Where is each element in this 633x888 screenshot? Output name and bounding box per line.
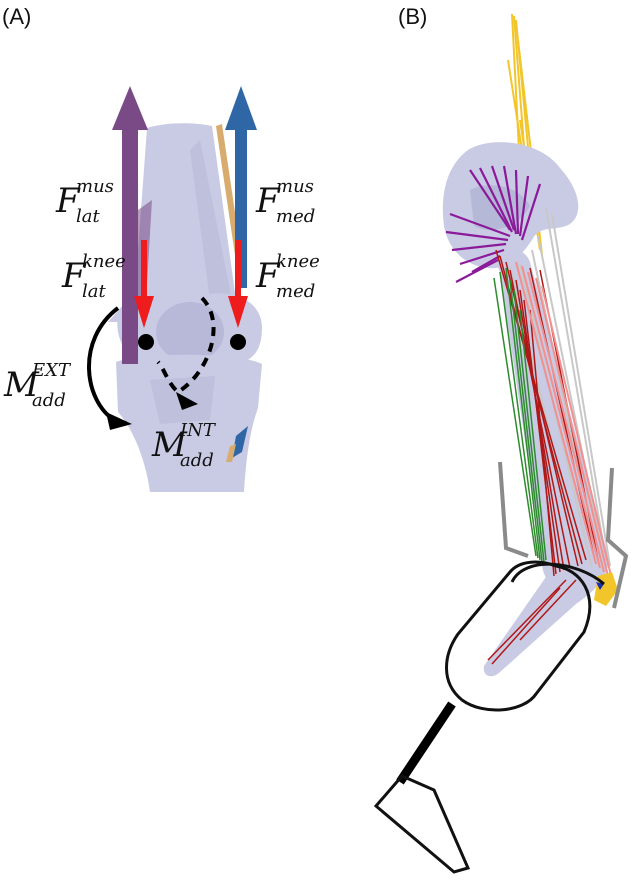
label-f-med-mus-sup: mus xyxy=(276,176,314,197)
lateral-contact-point xyxy=(138,334,154,350)
purple-muscle-fibers xyxy=(445,165,542,283)
label-m-add-int-sub: add xyxy=(180,450,214,471)
label-f-lat-knee: F knee lat xyxy=(61,251,126,302)
medial-insertion-tan xyxy=(226,444,236,462)
shank-bones xyxy=(483,544,604,677)
label-f-med-mus: F mus med xyxy=(255,176,315,227)
label-f-lat-mus: F mus lat xyxy=(55,176,114,227)
label-m-add-int-main: M xyxy=(151,425,188,465)
tibia xyxy=(116,354,262,492)
label-f-lat-mus-sup: mus xyxy=(76,176,114,197)
medial-contact-point xyxy=(230,334,246,350)
label-f-lat-mus-sub: lat xyxy=(76,206,100,227)
knee-orthosis xyxy=(373,461,629,874)
label-f-lat-knee-main: F xyxy=(61,256,87,296)
label-f-med-mus-sub: med xyxy=(276,206,315,227)
orthosis-lateral-upright xyxy=(498,461,529,558)
green-muscle-fibers xyxy=(493,267,547,563)
musculoskeletal-leg-model xyxy=(442,13,618,677)
medial-muscle-force-arrowhead xyxy=(225,86,257,130)
label-f-lat-mus-main: F xyxy=(55,181,81,221)
external-adduction-moment-arc xyxy=(87,306,120,422)
label-m-add-ext-main: M xyxy=(3,365,40,405)
orthosis-shank-cuff xyxy=(445,560,592,712)
internal-adduction-moment-arrowhead xyxy=(176,392,198,410)
label-f-med-knee-sub: med xyxy=(276,281,315,302)
label-f-med-knee: F knee med xyxy=(255,251,320,302)
lateral-muscle-force-arrowhead xyxy=(112,86,148,130)
knee-joint-diagram xyxy=(87,86,262,492)
label-f-med-knee-sup: knee xyxy=(276,251,320,272)
label-m-add-int: M INT add xyxy=(151,420,217,471)
lateral-knee-force-arrowhead xyxy=(134,296,154,328)
orthosis-pylon xyxy=(396,701,456,785)
label-m-add-ext-sub: add xyxy=(32,390,66,411)
pink-muscle-fibers xyxy=(515,261,613,581)
panel-b-label: (B) xyxy=(398,4,427,29)
medial-knee-force-arrowhead xyxy=(228,296,248,328)
orthosis-foot xyxy=(373,774,471,874)
medial-knee-force-shaft xyxy=(235,240,241,298)
patella xyxy=(156,302,224,362)
medial-insertion-blue xyxy=(232,426,248,458)
panel-a-label: (A) xyxy=(2,4,31,29)
label-m-add-int-sup: INT xyxy=(179,420,217,441)
label-f-med-knee-main: F xyxy=(255,256,281,296)
femur-shading xyxy=(190,140,232,300)
label-f-med-mus-main: F xyxy=(255,181,281,221)
label-f-lat-knee-sub: lat xyxy=(82,281,106,302)
label-m-add-ext: M EXT add xyxy=(3,360,72,411)
external-adduction-moment-arrowhead xyxy=(106,412,132,430)
lateral-knee-force-shaft xyxy=(141,240,147,298)
lateral-muscle-force-shaft xyxy=(122,128,138,364)
internal-adduction-moment-arc xyxy=(156,296,216,395)
label-f-lat-knee-sup: knee xyxy=(82,251,126,272)
label-m-add-ext-sup: EXT xyxy=(31,360,72,381)
orthosis-medial-upright xyxy=(605,467,629,609)
